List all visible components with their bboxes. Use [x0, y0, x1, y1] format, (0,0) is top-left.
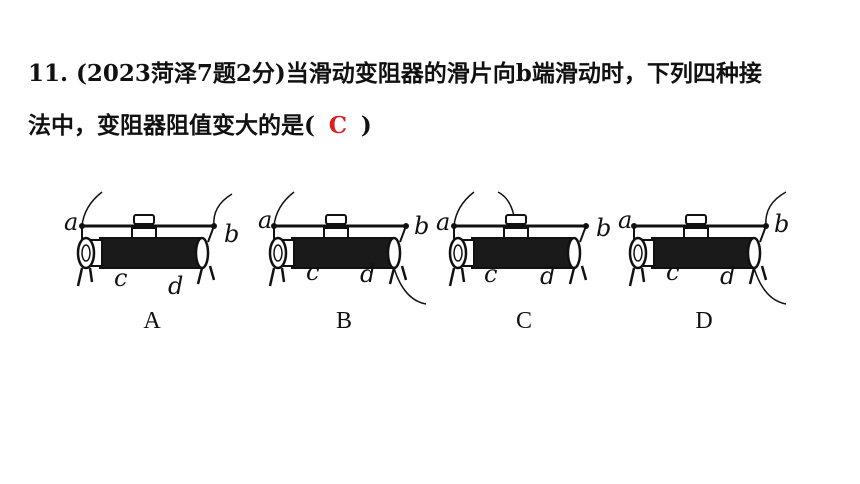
rheostat-c-drawing — [448, 191, 591, 288]
terminal-a-label: a — [258, 206, 273, 234]
figure-d[interactable]: a b c d D — [614, 188, 794, 358]
answer-mark: C — [328, 112, 348, 139]
option-d-label: D — [695, 308, 713, 334]
terminal-a-label: a — [64, 208, 79, 236]
terminal-d-label: d — [540, 262, 556, 290]
terminal-d-label: d — [168, 272, 184, 300]
terminal-b-label: b — [414, 212, 430, 240]
terminal-c-label: c — [306, 258, 320, 286]
terminal-b-label: b — [596, 214, 612, 242]
question-line-2: 法中，变阻器阻值变大的是( C) — [28, 100, 828, 152]
terminal-c-label: c — [484, 260, 498, 288]
terminal-a-label: a — [436, 208, 451, 236]
figure-c[interactable]: a b c d C — [434, 188, 614, 358]
terminal-d-label: d — [360, 260, 376, 288]
terminal-c-label: c — [114, 264, 128, 292]
question-text: 11. (2023菏泽7题2分)当滑动变阻器的滑片向b端滑动时，下列四种接 法中… — [28, 48, 828, 152]
terminal-b-label: b — [224, 220, 240, 248]
terminal-d-label: d — [720, 262, 736, 290]
option-b-label: B — [335, 308, 352, 334]
rheostat-d-drawing — [628, 191, 787, 305]
terminal-a-label: a — [618, 206, 633, 234]
rheostat-a-drawing — [76, 191, 233, 288]
figure-b[interactable]: a b c d B — [254, 188, 434, 358]
option-c-label: C — [515, 308, 532, 334]
terminal-b-label: b — [774, 210, 790, 238]
question-line-1: 11. (2023菏泽7题2分)当滑动变阻器的滑片向b端滑动时，下列四种接 — [28, 60, 762, 87]
figure-a[interactable]: a b c d A — [62, 188, 242, 358]
question-line-2-text: 法中，变阻器阻值变大的是( — [28, 112, 315, 139]
rheostat-b-drawing — [268, 191, 427, 305]
terminal-c-label: c — [666, 258, 680, 286]
option-a-label: A — [143, 308, 161, 334]
question-line-2-close: ) — [360, 112, 372, 139]
